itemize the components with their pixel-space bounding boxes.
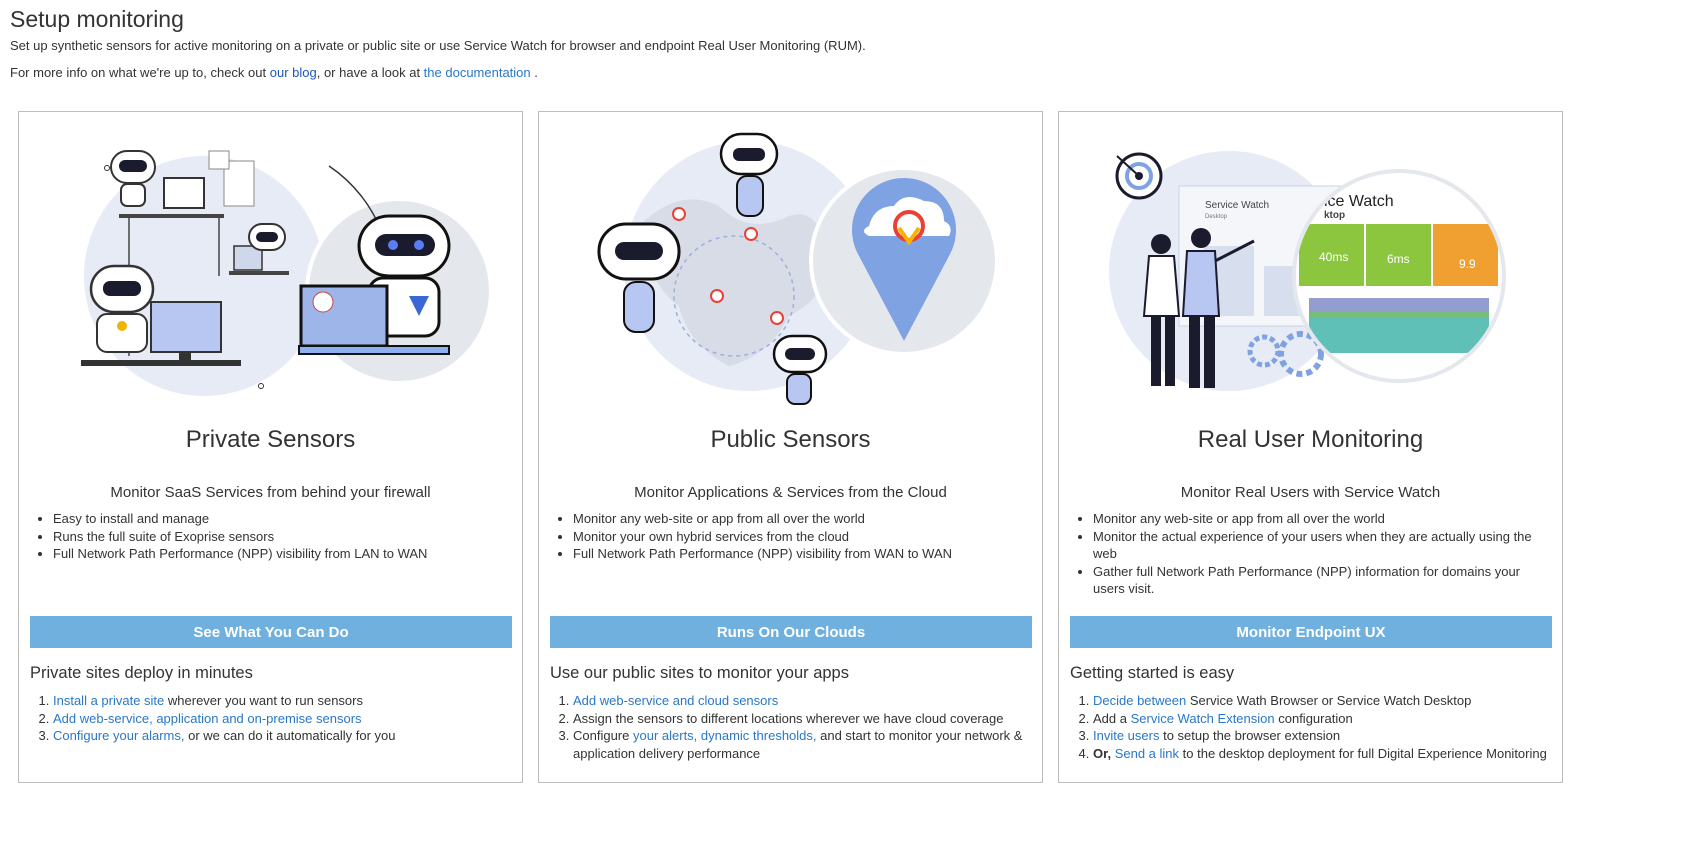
robot-top (719, 132, 779, 217)
step-item: Invite users to setup the browser extens… (1093, 727, 1553, 745)
card-subheading: Private sites deploy in minutes (30, 664, 253, 682)
add-sensors-link[interactable]: Add web-service, application and on-prem… (53, 710, 362, 726)
steps-list: Decide between Service Wath Browser or S… (1071, 692, 1553, 762)
card-subtitle: Monitor Applications & Services from the… (634, 484, 947, 501)
rum-zoom-sub: ktop (1324, 210, 1345, 221)
send-a-link-link[interactable]: Send a link (1114, 745, 1180, 761)
robot-bottom (772, 334, 828, 405)
small-robot-top (110, 150, 156, 207)
step-text: configuration (1274, 710, 1353, 726)
card-subtitle: Monitor SaaS Services from behind your f… (110, 484, 431, 501)
rum-illustration: Service Watch Desktop (1069, 116, 1554, 416)
private-sensors-illustration-svg (81, 150, 493, 396)
steps-list: Install a private site wherever you want… (31, 692, 513, 745)
step-item: Or, Send a link to the desktop deploymen… (1093, 745, 1553, 763)
alerts-thresholds-link[interactable]: your alerts, dynamic thresholds, (632, 728, 817, 743)
monitor-endpoint-ux-button[interactable]: Monitor Endpoint UX (1070, 616, 1552, 648)
feature-list: Monitor any web-site or app from all ove… (1071, 510, 1551, 598)
step-text: or we can do it automatically for you (184, 728, 396, 743)
public-sensors-card: Public Sensors Monitor Applications & Se… (538, 111, 1043, 783)
rum-illustration-svg: Service Watch Desktop (1109, 151, 1506, 391)
step-text: to the desktop deployment for full Digit… (1179, 745, 1547, 761)
install-private-site-link[interactable]: Install a private site (53, 693, 165, 708)
step-item: Configure your alarms, or we can do it a… (53, 727, 513, 745)
feature-list: Monitor any web-site or app from all ove… (551, 510, 1031, 563)
feature-item: Monitor your own hybrid services from th… (573, 528, 1031, 546)
step-text: Assign the sensors to different location… (573, 710, 1004, 726)
documentation-link[interactable]: the documentation (423, 65, 531, 80)
decide-between-link[interactable]: Decide between (1093, 693, 1187, 708)
card-title: Real User Monitoring (1197, 426, 1424, 453)
step-text: and start to monitor your network & appl… (573, 728, 1023, 761)
add-cloud-sensors-link[interactable]: Add web-service and cloud sensors (573, 693, 779, 708)
more-info-suffix: . (530, 65, 538, 80)
feature-item: Runs the full suite of Exoprise sensors (53, 528, 511, 546)
step-text: to setup the browser extension (1159, 728, 1341, 743)
step-text: wherever you want to run sensors (164, 693, 363, 708)
step-item: Add a Service Watch Extension configurat… (1093, 710, 1553, 728)
card-title: Private Sensors (185, 426, 356, 453)
robot-left (597, 222, 681, 333)
step-item: Assign the sensors to different location… (573, 710, 1033, 728)
feature-item: Full Network Path Performance (NPP) visi… (53, 545, 511, 563)
rum-screen-sub: Desktop (1205, 214, 1228, 220)
step-text: Add a (1093, 710, 1131, 726)
feature-item: Monitor any web-site or app from all ove… (573, 510, 1031, 528)
step-text: Service Wath Browser or Service Watch De… (1186, 693, 1472, 708)
feature-list: Easy to install and manage Runs the full… (31, 510, 511, 563)
step-bold-text: Or, (1093, 745, 1112, 761)
feature-item: Full Network Path Performance (NPP) visi… (573, 545, 1031, 563)
feature-item: Monitor the actual experience of your us… (1093, 528, 1551, 563)
person-right (1181, 228, 1255, 388)
see-what-you-can-do-button[interactable]: See What You Can Do (30, 616, 512, 648)
blog-link[interactable]: our blog (269, 65, 317, 80)
service-watch-extension-link[interactable]: Service Watch Extension (1130, 710, 1275, 726)
feature-item: Easy to install and manage (53, 510, 511, 528)
real-user-monitoring-card: Service Watch Desktop (1058, 111, 1563, 783)
private-sensors-illustration (29, 116, 514, 416)
card-subheading: Getting started is easy (1070, 664, 1235, 682)
card-subtitle: Monitor Real Users with Service Watch (1180, 484, 1441, 501)
more-info-text: For more info on what we're up to, check… (10, 65, 538, 80)
step-item: Configure your alerts, dynamic threshold… (573, 727, 1033, 762)
rum-screen-label: Service Watch (1205, 200, 1269, 211)
public-sensors-illustration (549, 116, 1034, 416)
more-info-prefix: For more info on what we're up to, check… (10, 65, 270, 80)
card-subheading: Use our public sites to monitor your app… (550, 664, 849, 682)
feature-item: Gather full Network Path Performance (NP… (1093, 563, 1551, 598)
steps-list: Add web-service and cloud sensors Assign… (551, 692, 1033, 762)
small-robot-right (248, 223, 286, 251)
step-item: Add web-service and cloud sensors (573, 692, 1033, 710)
rum-tile-3: 9.9 (1459, 257, 1476, 271)
feature-item: Monitor any web-site or app from all ove… (1093, 510, 1551, 528)
page-title: Setup monitoring (10, 6, 184, 32)
robot-left (89, 264, 155, 353)
step-item: Decide between Service Wath Browser or S… (1093, 692, 1553, 710)
person-left (1142, 234, 1181, 386)
rum-zoom-title: ice Watch (1324, 193, 1394, 210)
step-text: Configure (573, 728, 633, 743)
runs-on-our-clouds-button[interactable]: Runs On Our Clouds (550, 616, 1032, 648)
rum-tile-2: 6ms (1387, 252, 1410, 266)
configure-alarms-link[interactable]: Configure your alarms, (53, 728, 185, 743)
card-title: Public Sensors (710, 426, 871, 453)
step-item: Install a private site wherever you want… (53, 692, 513, 710)
intro-text: Set up synthetic sensors for active moni… (10, 38, 866, 53)
page-header: Setup monitoring Set up synthetic sensor… (10, 0, 1610, 80)
step-item: Add web-service, application and on-prem… (53, 710, 513, 728)
public-sensors-illustration-svg (597, 132, 999, 405)
private-sensors-card: Private Sensors Monitor SaaS Services fr… (18, 111, 523, 783)
rum-tile-1: 40ms (1319, 250, 1348, 264)
invite-users-link[interactable]: Invite users (1093, 728, 1160, 743)
more-info-mid: , or have a look at (316, 65, 424, 80)
